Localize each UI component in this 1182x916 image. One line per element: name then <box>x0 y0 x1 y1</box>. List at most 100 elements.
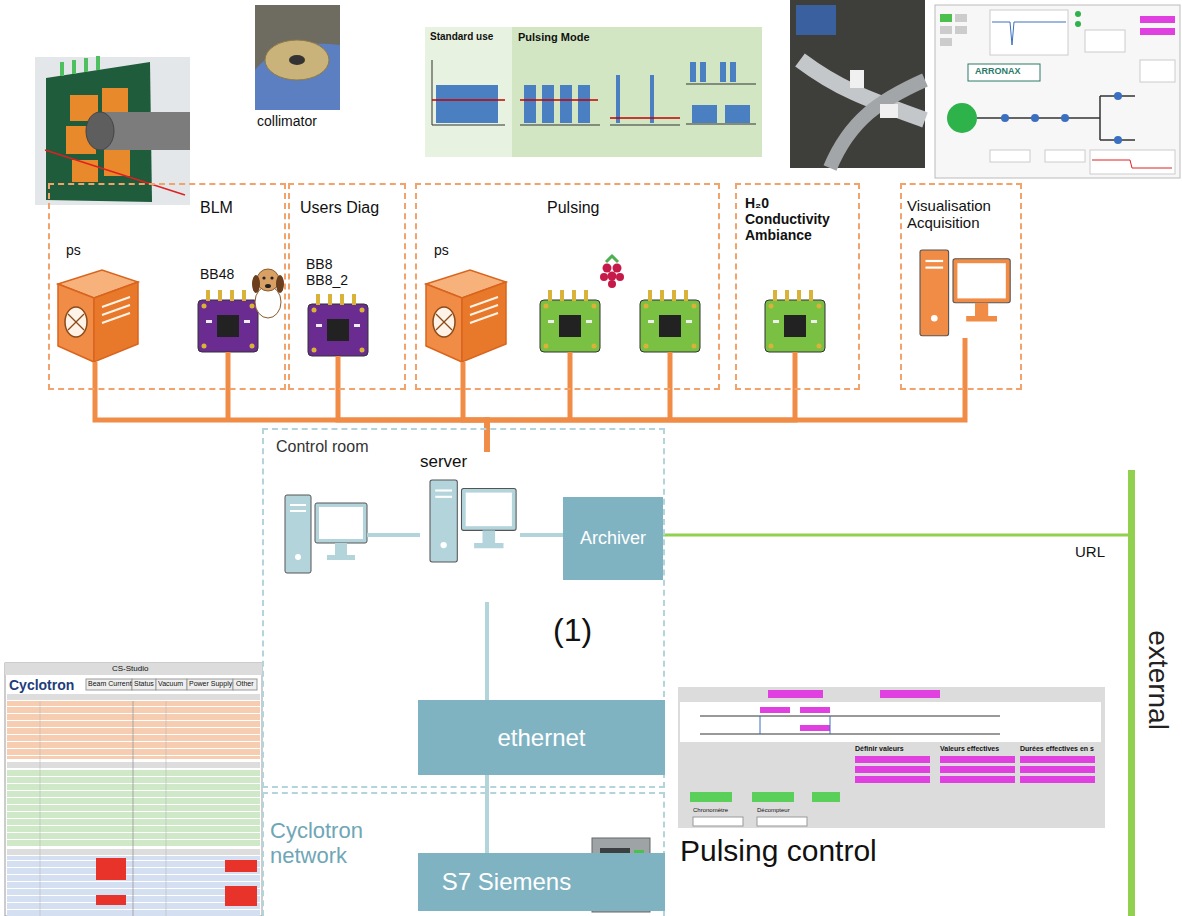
detector-photo <box>45 150 185 195</box>
pulsing-mode-figure <box>432 60 433 125</box>
pulsing-mode-figure <box>720 62 726 82</box>
raspberry-logo <box>613 264 622 273</box>
cs-studio-screenshot <box>86 679 132 690</box>
column-header: Valeurs effectives <box>940 745 999 753</box>
pulsing-control-screenshot <box>800 725 830 731</box>
collimator-photo <box>255 5 340 110</box>
detector-photo <box>104 150 130 176</box>
cs-studio-screenshot <box>7 701 260 759</box>
arronax-screenshot <box>1140 60 1175 82</box>
arronax-screenshot <box>1099 96 1101 140</box>
device-wires <box>93 362 98 390</box>
pulsing-mode-figure <box>520 125 600 126</box>
cs-studio-screenshot <box>7 694 260 700</box>
cs-studio-screenshot <box>96 895 126 905</box>
device-wires <box>461 362 466 390</box>
connector <box>487 390 965 452</box>
node-label: H₂0 Conductivity Ambiance <box>745 195 853 243</box>
detector-photo <box>84 58 88 72</box>
raspberry-logo <box>616 273 624 281</box>
group-box: Visualisation Acquisition <box>900 183 1022 390</box>
pulsing-mode-figure <box>700 62 706 82</box>
board: BB8 BB8_2 <box>298 256 383 356</box>
arronax-screenshot <box>1045 150 1085 162</box>
cs-studio-screenshot <box>5 663 262 675</box>
network-zone: Control roomserverArchiverethernet <box>262 428 665 788</box>
cs-studio-screenshot <box>156 679 187 690</box>
device-icons <box>765 290 825 352</box>
raspberry-logo <box>603 264 612 273</box>
pulsing-control-screenshot <box>800 707 830 713</box>
cs-studio-screenshot <box>187 679 233 690</box>
beamline-photo <box>796 5 836 35</box>
pulsing-control-screenshot <box>855 776 930 783</box>
arronax-screenshot <box>990 150 1030 162</box>
raspberry-logo <box>600 273 608 281</box>
cs-studio-screenshot <box>133 701 134 916</box>
pulsing-control-screenshot <box>1020 776 1095 783</box>
group-box: Users DiagBB8 BB8_2 <box>288 183 406 390</box>
connector <box>663 534 1128 537</box>
column-header: Définir valeurs <box>855 745 904 753</box>
power-supply: ps <box>418 240 510 365</box>
connector <box>463 390 487 452</box>
arronax-screenshot <box>955 26 967 34</box>
device-wires <box>963 338 968 390</box>
device-icons <box>198 290 258 352</box>
arronax-screenshot <box>1075 21 1081 27</box>
tab-label: Power Supply <box>189 680 232 688</box>
beagle-logo <box>265 284 271 288</box>
tab-label: Status <box>134 680 154 688</box>
arronax-screenshot <box>990 10 1068 55</box>
arronax-screenshot <box>968 64 1040 81</box>
arronax-screenshot <box>935 5 1180 178</box>
pulsing-control-screenshot <box>700 734 1000 735</box>
pulsing-mode-figure <box>610 117 680 119</box>
beagle-logo <box>257 269 279 291</box>
node-label: Control room <box>276 438 368 456</box>
cs-studio-screenshot <box>7 769 260 847</box>
pulsing-control-screenshot <box>690 792 732 802</box>
device-wires <box>336 356 341 390</box>
arronax-screenshot <box>1140 28 1175 35</box>
arronax-screenshot <box>1075 11 1081 17</box>
node-label: Archiver <box>580 528 646 549</box>
raspberry-logo <box>606 256 618 262</box>
collimator-photo <box>265 40 329 80</box>
figure-heading: Standard use <box>430 31 493 43</box>
pulsing-control-screenshot <box>757 817 807 826</box>
callout-number: (1) <box>553 612 592 649</box>
beagle-logo <box>262 276 265 279</box>
pulsing-control-screenshot <box>1020 756 1095 763</box>
tab-label: Vacuum <box>158 680 183 688</box>
pulsing-mode-figure <box>432 125 505 126</box>
arronax-screenshot <box>940 38 952 46</box>
screenshot-caption: Pulsing control <box>680 834 877 869</box>
network-zone: Cyclotron networkS7 Siemens <box>262 792 665 916</box>
logo-text: ARRONAX <box>975 66 1021 76</box>
device-icons <box>920 250 1010 336</box>
beagle-logo <box>276 275 284 293</box>
device-icons <box>58 270 138 362</box>
device-wires <box>568 352 573 420</box>
pulsing-mode-figure <box>690 62 696 82</box>
pulsing-control-screenshot <box>678 687 1105 828</box>
arronax-screenshot <box>1031 114 1039 122</box>
window-title: CS-Studio <box>112 664 148 673</box>
cs-studio-screenshot <box>7 856 260 916</box>
pulsing-mode-figure <box>610 125 680 126</box>
collimator-photo <box>255 5 340 110</box>
arronax-screenshot <box>1092 160 1172 168</box>
beagle-logo <box>270 276 273 279</box>
detector-photo <box>102 88 128 112</box>
cs-studio-screenshot <box>5 663 262 916</box>
device-icons <box>430 480 516 562</box>
node-label: Pulsing <box>547 199 599 217</box>
cs-studio-screenshot <box>132 679 156 690</box>
arronax-screenshot <box>935 5 1180 178</box>
pulsing-mode-figure <box>425 27 762 157</box>
cs-studio-screenshot <box>96 858 126 880</box>
figure-heading: Pulsing Mode <box>518 31 590 44</box>
group-box: H₂0 Conductivity Ambiance <box>735 183 860 390</box>
